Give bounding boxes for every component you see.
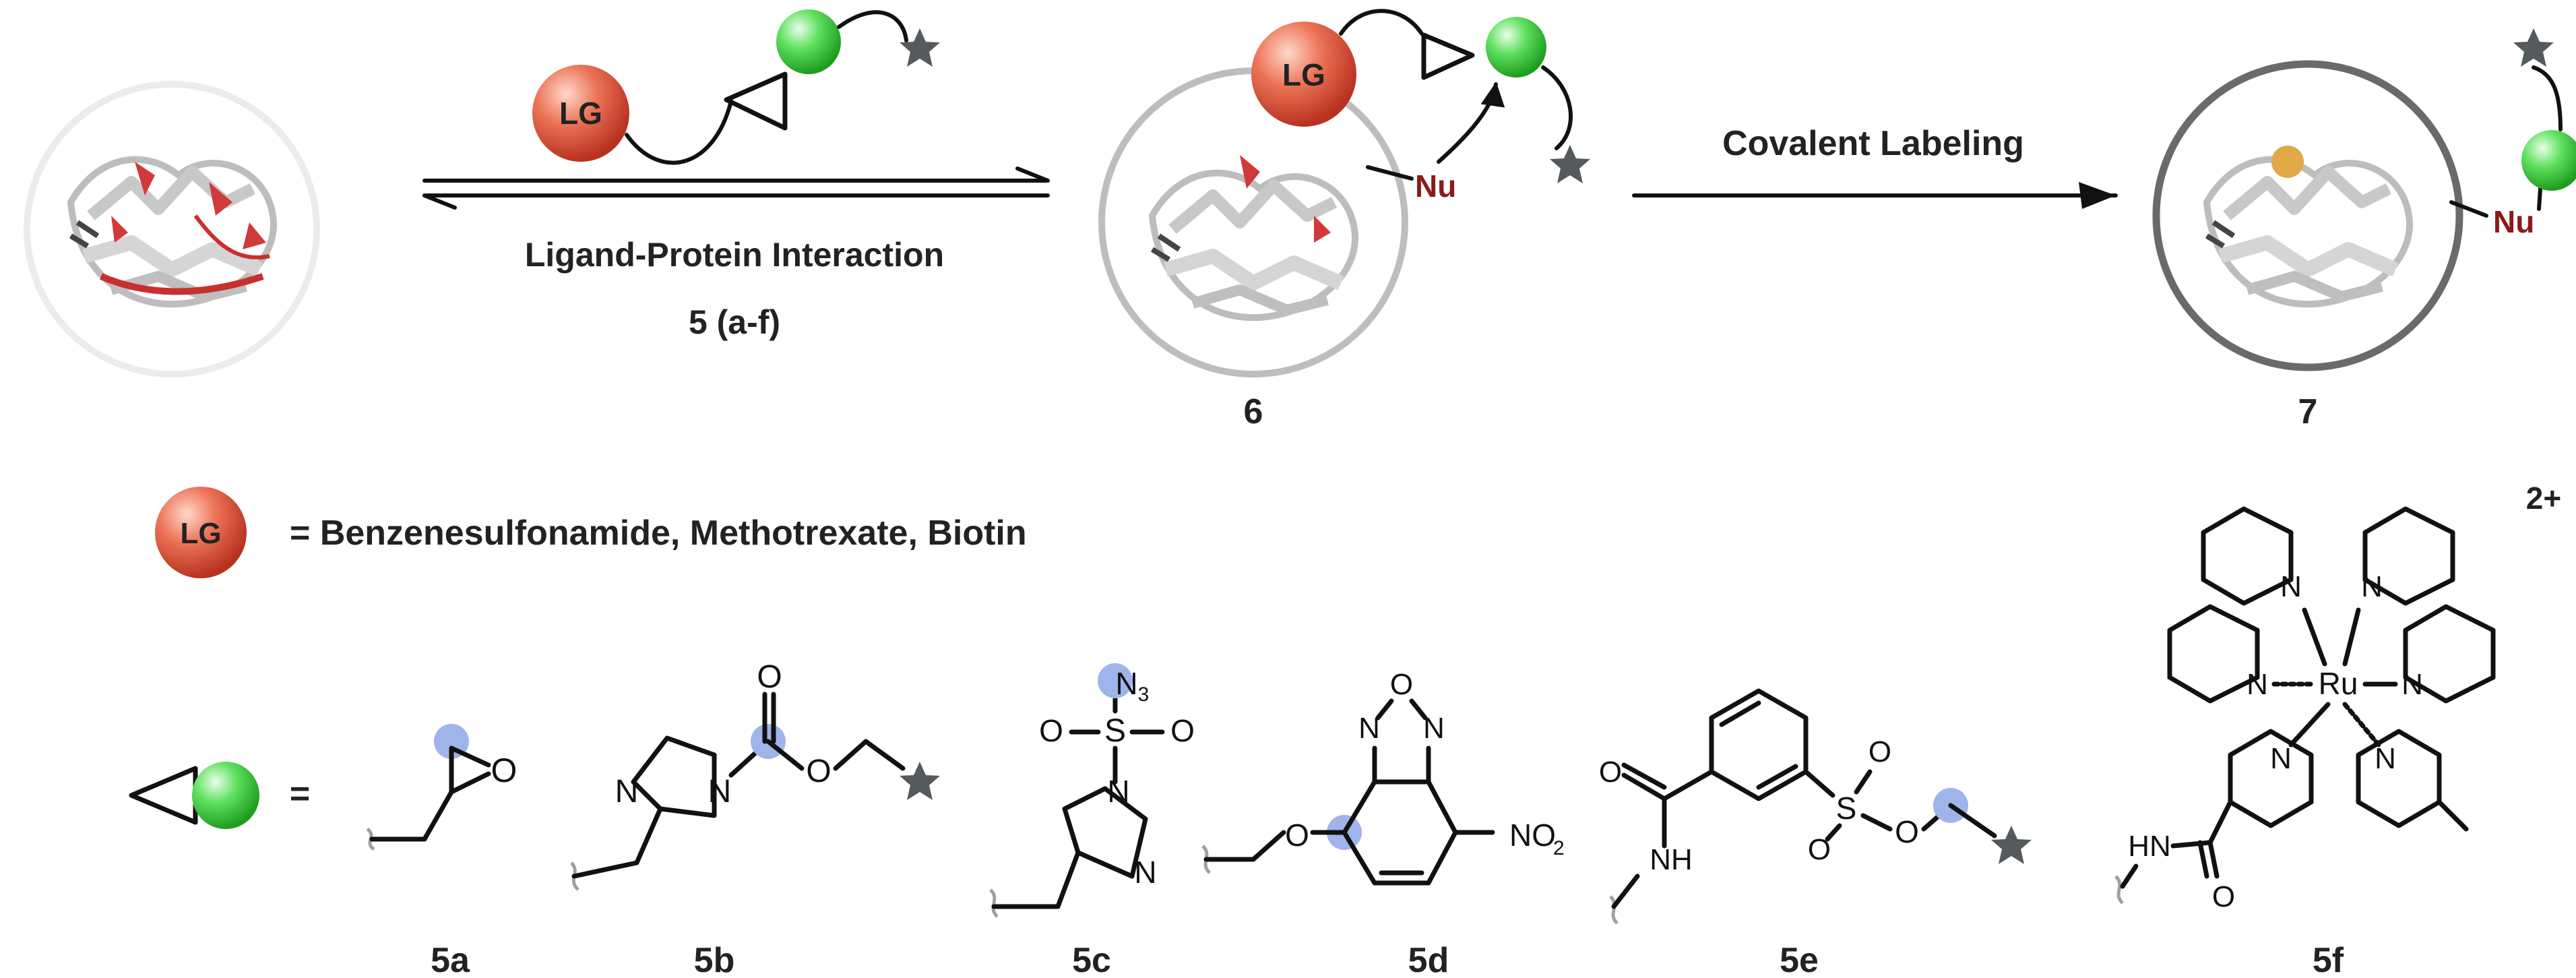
compound-label-5c: 5c: [1072, 941, 1111, 978]
star-icon-5e: [1991, 826, 2032, 864]
atom-n3-5c: N: [1115, 666, 1137, 701]
nucleophile-label-6: Nu: [1415, 169, 1456, 204]
atom-n4-5f: N: [2401, 668, 2423, 701]
reactive-legend: =: [129, 762, 310, 829]
atom-o-5f: O: [2212, 880, 2235, 913]
product-7: Nu: [2152, 28, 2576, 371]
arrow-head: [2079, 182, 2116, 209]
atom-o1-5c: O: [1039, 713, 1063, 748]
lg-definition: LG = Benzenesulfonamide, Methotrexate, B…: [155, 487, 1027, 578]
compound-label-5e: 5e: [1780, 941, 1819, 978]
atom-n2-5c: N: [1134, 855, 1156, 890]
atom-o-5d: O: [1285, 818, 1309, 853]
atom-n2-5f: N: [2247, 668, 2268, 701]
free-protein: [24, 81, 320, 377]
structure-5b: N N O O: [570, 659, 940, 891]
atom-n1-5b: N: [615, 774, 639, 809]
arrow-top-label: Ligand-Protein Interaction: [525, 236, 944, 274]
structure-5e: NH O S O O O: [1599, 688, 2032, 925]
probe-molecule: LG: [532, 9, 940, 165]
atom-n5-5f: N: [2270, 742, 2292, 775]
compound-number-6: 6: [1244, 392, 1263, 431]
atom-no2-sub-5d: 2: [1553, 837, 1565, 859]
atom-o-5a: O: [491, 752, 517, 789]
star-icon-5b: [900, 762, 940, 800]
structure-5a: O: [366, 724, 517, 851]
structure-5d: O N N O NO 2: [1201, 668, 1565, 886]
atom-o2-5e: O: [1868, 735, 1891, 768]
complex-6: LG Nu: [1098, 9, 1590, 377]
nucleophile-label-7: Nu: [2493, 204, 2534, 239]
atom-o1-5b: O: [757, 659, 782, 695]
atom-no2-5d: NO: [1509, 818, 1556, 853]
structure-5c: N N S O O N 3: [989, 663, 1195, 918]
compound-label-5b: 5b: [694, 941, 735, 978]
compound-label-5d: 5d: [1408, 941, 1449, 978]
atom-o1-5e: O: [1599, 756, 1622, 789]
atom-n1-5f: N: [2280, 570, 2302, 603]
compound-label-5a: 5a: [431, 941, 470, 978]
atom-s-5e: S: [1836, 791, 1857, 826]
covalent-label: Covalent Labeling: [1722, 124, 2024, 163]
atom-o4-5e: O: [1895, 814, 1919, 849]
atom-o2-5c: O: [1170, 713, 1195, 748]
atom-ru-5f: Ru: [2319, 666, 2358, 701]
lg-badge-text: LG: [559, 96, 602, 131]
atom-n3-sub-5c: 3: [1138, 683, 1150, 706]
charge-label: 2+: [2526, 481, 2561, 516]
compound-labels: 5a 5b 5c 5d 5e 5f: [431, 941, 2344, 978]
atom-n6-5f: N: [2375, 742, 2396, 775]
atom-n2-5b: N: [708, 774, 732, 809]
atom-n3-5f: N: [2361, 570, 2383, 603]
atom-s-5c: S: [1104, 713, 1126, 749]
structure-5f: 2+ N N N N N N Ru O HN: [2114, 481, 2561, 913]
reactive-group-triangle: [724, 71, 788, 131]
compound-number-7: 7: [2298, 392, 2318, 431]
arrow-bottom-label: 5 (a-f): [689, 303, 780, 341]
star-icon-7: [2513, 28, 2554, 67]
star-icon-6: [1550, 145, 1590, 183]
equals-sign: =: [290, 774, 310, 814]
compound-label-5f: 5f: [2313, 941, 2344, 978]
green-tag-orb: [776, 9, 841, 74]
atom-hn-5f: HN: [2128, 830, 2171, 863]
atom-o2-5b: O: [806, 754, 831, 789]
lg-definition-text: = Benzenesulfonamide, Methotrexate, Biot…: [290, 514, 1027, 553]
atom-n1-5c: N: [1107, 774, 1129, 809]
atom-o2-5d: O: [1390, 668, 1413, 701]
equilibrium-arrows: [422, 166, 1050, 210]
atom-nh-5e: NH: [1650, 843, 1693, 876]
lg-badge-text-6: LG: [1282, 57, 1325, 92]
lg-badge-def: LG: [180, 517, 221, 550]
